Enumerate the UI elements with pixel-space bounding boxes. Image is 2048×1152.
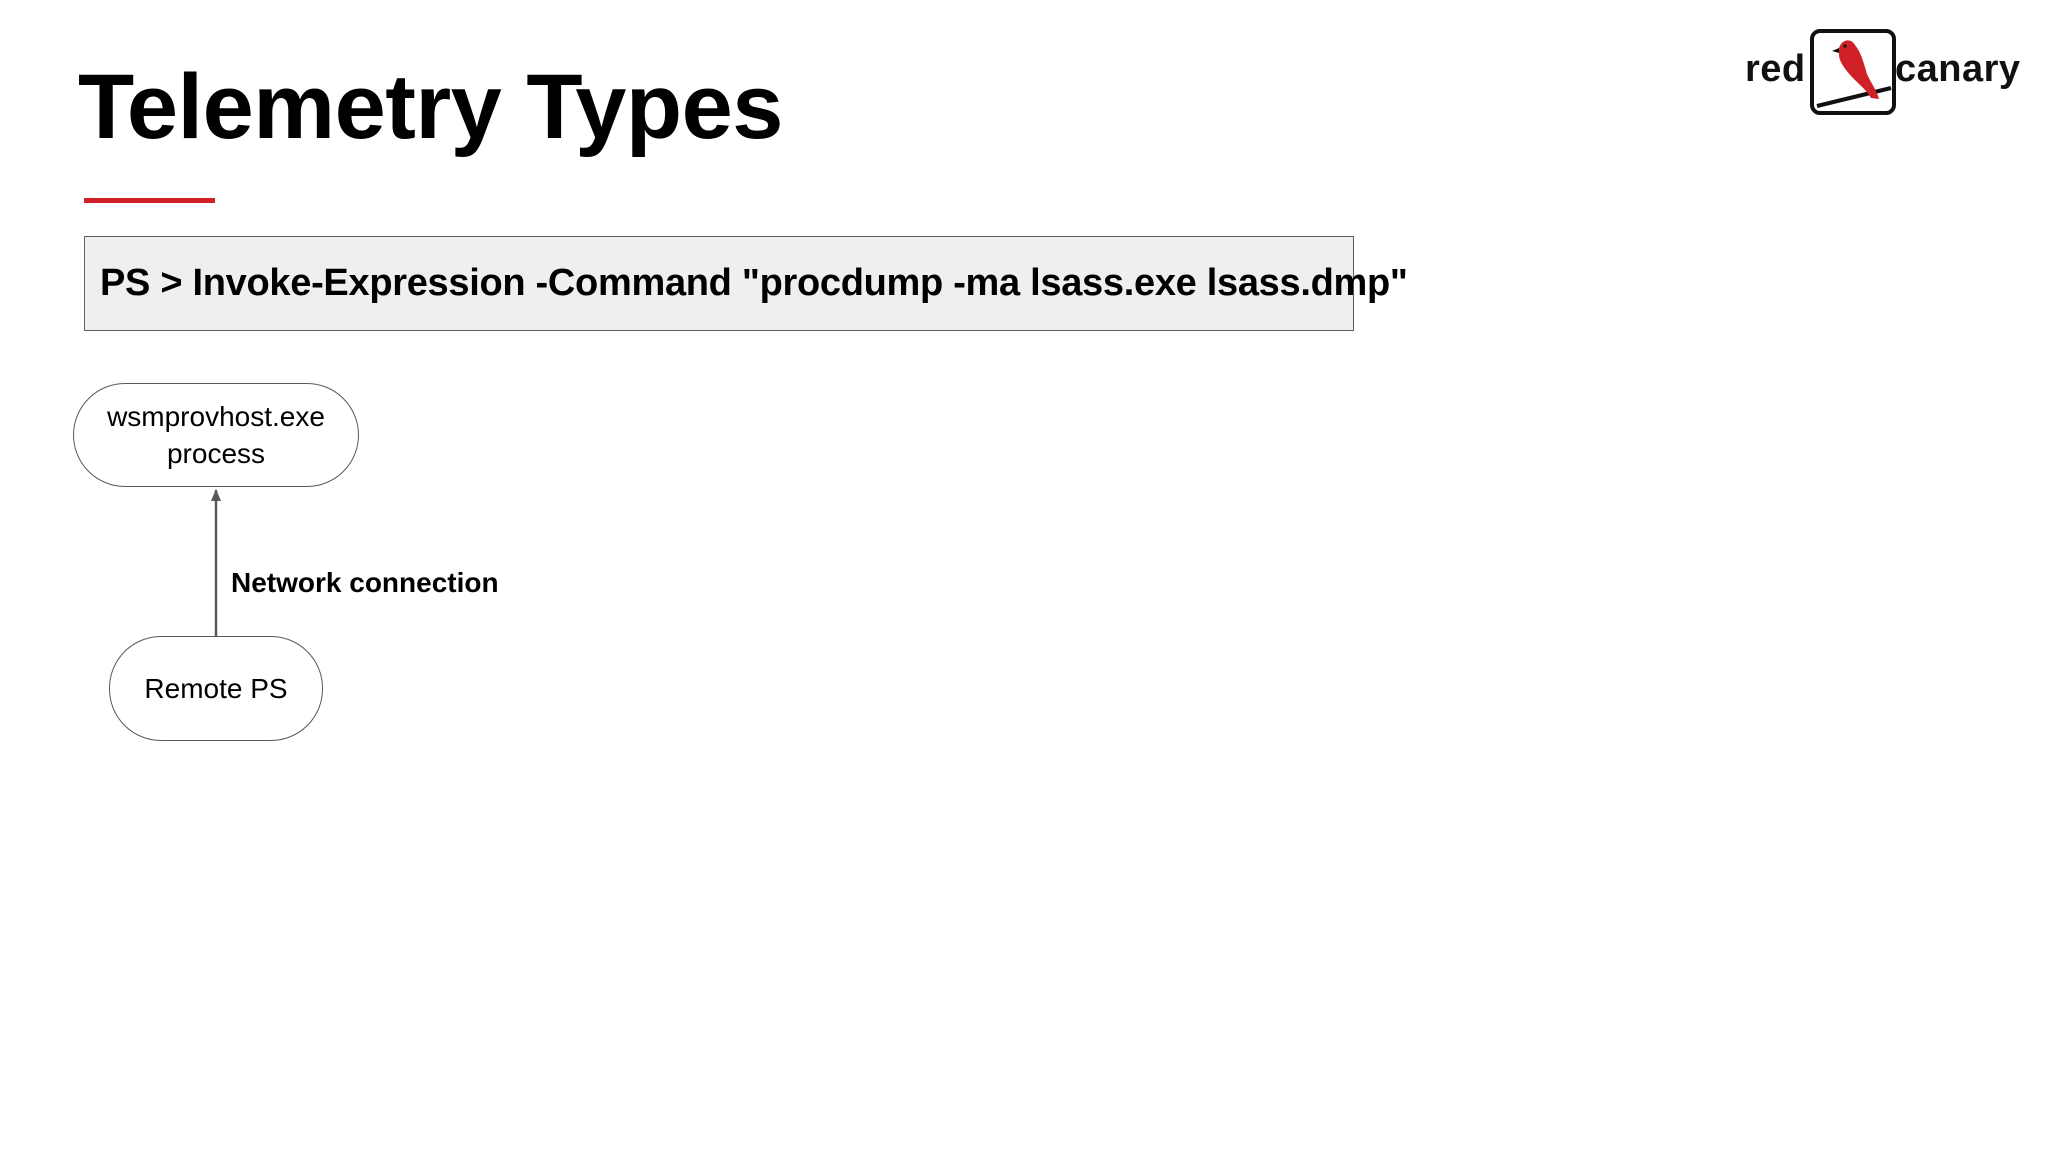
node-label-line-2: process xyxy=(166,438,266,469)
title-underline xyxy=(84,198,215,203)
logo-word-red: red xyxy=(1745,48,1806,90)
logo-word-canary: canary xyxy=(1895,48,2021,90)
command-text: PS > Invoke-Expression -Command "procdum… xyxy=(100,262,1408,304)
node-remote-ps: Remote PS xyxy=(109,636,323,741)
node-label: Remote PS xyxy=(144,673,288,704)
node-label-line-1: wsmprovhost.exe xyxy=(107,401,325,432)
red-canary-logo: red canary xyxy=(1745,28,2030,116)
canary-bird-icon xyxy=(1810,29,1896,115)
node-wsmprovhost-process: wsmprovhost.exe process xyxy=(73,383,359,487)
slide-title: Telemetry Types xyxy=(78,56,783,158)
command-box: PS > Invoke-Expression -Command "procdum… xyxy=(84,236,1408,331)
edge-label: Network connection xyxy=(231,567,499,598)
